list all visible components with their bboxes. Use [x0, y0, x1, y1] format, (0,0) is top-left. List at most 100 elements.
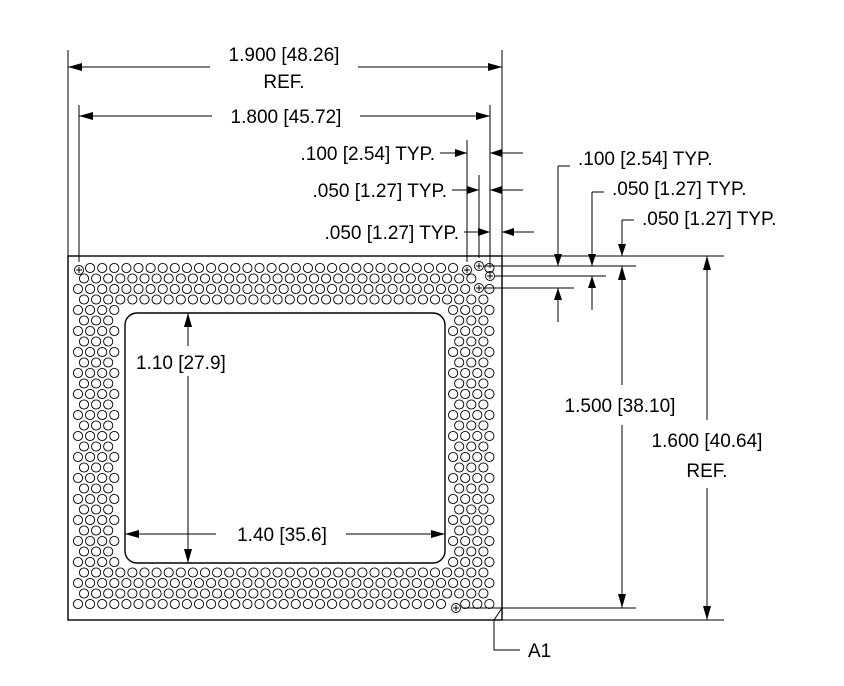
ball-hole	[448, 367, 459, 379]
ball-hole	[97, 304, 108, 316]
ball-hole	[448, 304, 459, 316]
ball-hole	[175, 567, 186, 578]
ball-hole	[302, 262, 313, 274]
ball-hole	[363, 262, 374, 274]
ball-hole	[478, 420, 489, 431]
ball-hole	[151, 294, 162, 305]
offset-horizontal-label: .050 [1.27] TYP.	[324, 223, 459, 244]
ball-hole	[290, 262, 301, 274]
ball-hole	[72, 577, 84, 589]
ball-hole	[109, 283, 120, 295]
ball-hole	[85, 346, 96, 358]
ball-hole	[375, 262, 386, 274]
ball-hole	[145, 283, 156, 295]
ball-hole	[212, 567, 223, 578]
ball-hole	[109, 304, 120, 316]
ball-hole	[333, 567, 344, 578]
ball-hole	[448, 388, 459, 400]
ball-hole	[224, 273, 235, 284]
ball-hole	[411, 262, 422, 274]
ball-hole	[484, 283, 495, 295]
package-outline	[67, 255, 503, 621]
dim-overall-width: 1.900 [48.26] REF.	[67, 45, 503, 256]
ball-hole	[85, 262, 96, 274]
ball-hole	[272, 294, 283, 305]
ball-hole	[78, 336, 90, 347]
ball-hole	[472, 472, 483, 484]
ball-hole	[314, 262, 326, 274]
dim-half-pitch-horizontal: .050 [1.27] TYP.	[312, 175, 523, 258]
ball-hole	[484, 493, 495, 505]
ball-hole	[103, 273, 114, 284]
ball-hole	[151, 273, 162, 284]
ball-hole	[308, 273, 320, 284]
ball-hole	[454, 483, 465, 494]
ball-hole	[103, 525, 114, 536]
ball-hole	[72, 598, 84, 610]
ball-hole	[339, 577, 350, 589]
ball-hole	[375, 283, 386, 295]
ball-hole	[109, 493, 120, 505]
ball-hole	[248, 273, 259, 284]
ball-hole	[199, 294, 211, 305]
ball-hole	[314, 598, 326, 610]
ball-hole	[230, 283, 241, 295]
ball-hole	[91, 504, 102, 515]
ball-hole	[278, 283, 289, 295]
ball-hole	[91, 441, 102, 452]
half-pitch-vertical-label: .050 [1.27] TYP.	[612, 179, 747, 200]
ball-hole	[345, 294, 356, 305]
ball-hole	[435, 577, 447, 589]
ball-hole	[169, 262, 180, 274]
ball-hole	[478, 294, 489, 305]
ball-hole	[78, 546, 90, 557]
ball-hole	[78, 357, 90, 368]
dim-ball-span-width: 1.800 [45.72]	[78, 105, 491, 268]
ball-hole	[460, 430, 471, 442]
ball-hole	[435, 283, 447, 295]
ball-hole	[333, 588, 344, 599]
ball-hole	[454, 420, 465, 431]
ball-hole	[284, 294, 295, 305]
ball-hole	[127, 567, 138, 578]
ball-hole	[417, 294, 428, 305]
ball-hole	[411, 577, 422, 589]
ball-hole	[411, 283, 422, 295]
ball-hole	[127, 294, 138, 305]
half-pitch-horizontal-label: .050 [1.27] TYP.	[312, 181, 447, 202]
ball-hole	[466, 546, 477, 557]
ball-hole	[266, 577, 277, 589]
ball-hole	[181, 262, 192, 274]
ball-hole	[345, 588, 356, 599]
ball-hole	[484, 535, 495, 547]
ball-hole	[85, 556, 96, 568]
ball-hole	[72, 388, 84, 400]
dim-overall-height: 1.600 [40.64] REF.	[652, 256, 762, 620]
ball-hole	[139, 588, 150, 599]
ball-hole	[484, 598, 495, 610]
ball-hole	[103, 462, 114, 473]
ball-hole	[97, 409, 108, 421]
ball-hole	[442, 567, 453, 578]
ball-hole	[369, 273, 380, 284]
ball-hole	[308, 567, 320, 578]
ball-hole	[103, 315, 114, 326]
ball-hole	[187, 567, 198, 578]
ball-hole	[151, 588, 162, 599]
ball-hole	[333, 294, 344, 305]
ball-hole	[442, 273, 453, 284]
ball-hole	[387, 577, 398, 589]
ball-hole	[91, 525, 102, 536]
ball-hole	[278, 598, 289, 610]
ball-hole	[448, 283, 459, 295]
ball-hole	[339, 262, 350, 274]
ball-hole	[357, 588, 368, 599]
ball-hole	[423, 283, 434, 295]
ball-hole	[448, 556, 459, 568]
ball-grid	[72, 262, 495, 610]
ball-hole	[321, 294, 332, 305]
ball-hole	[91, 588, 102, 599]
ball-hole	[109, 346, 120, 358]
ball-hole	[224, 567, 235, 578]
ball-hole	[357, 273, 368, 284]
